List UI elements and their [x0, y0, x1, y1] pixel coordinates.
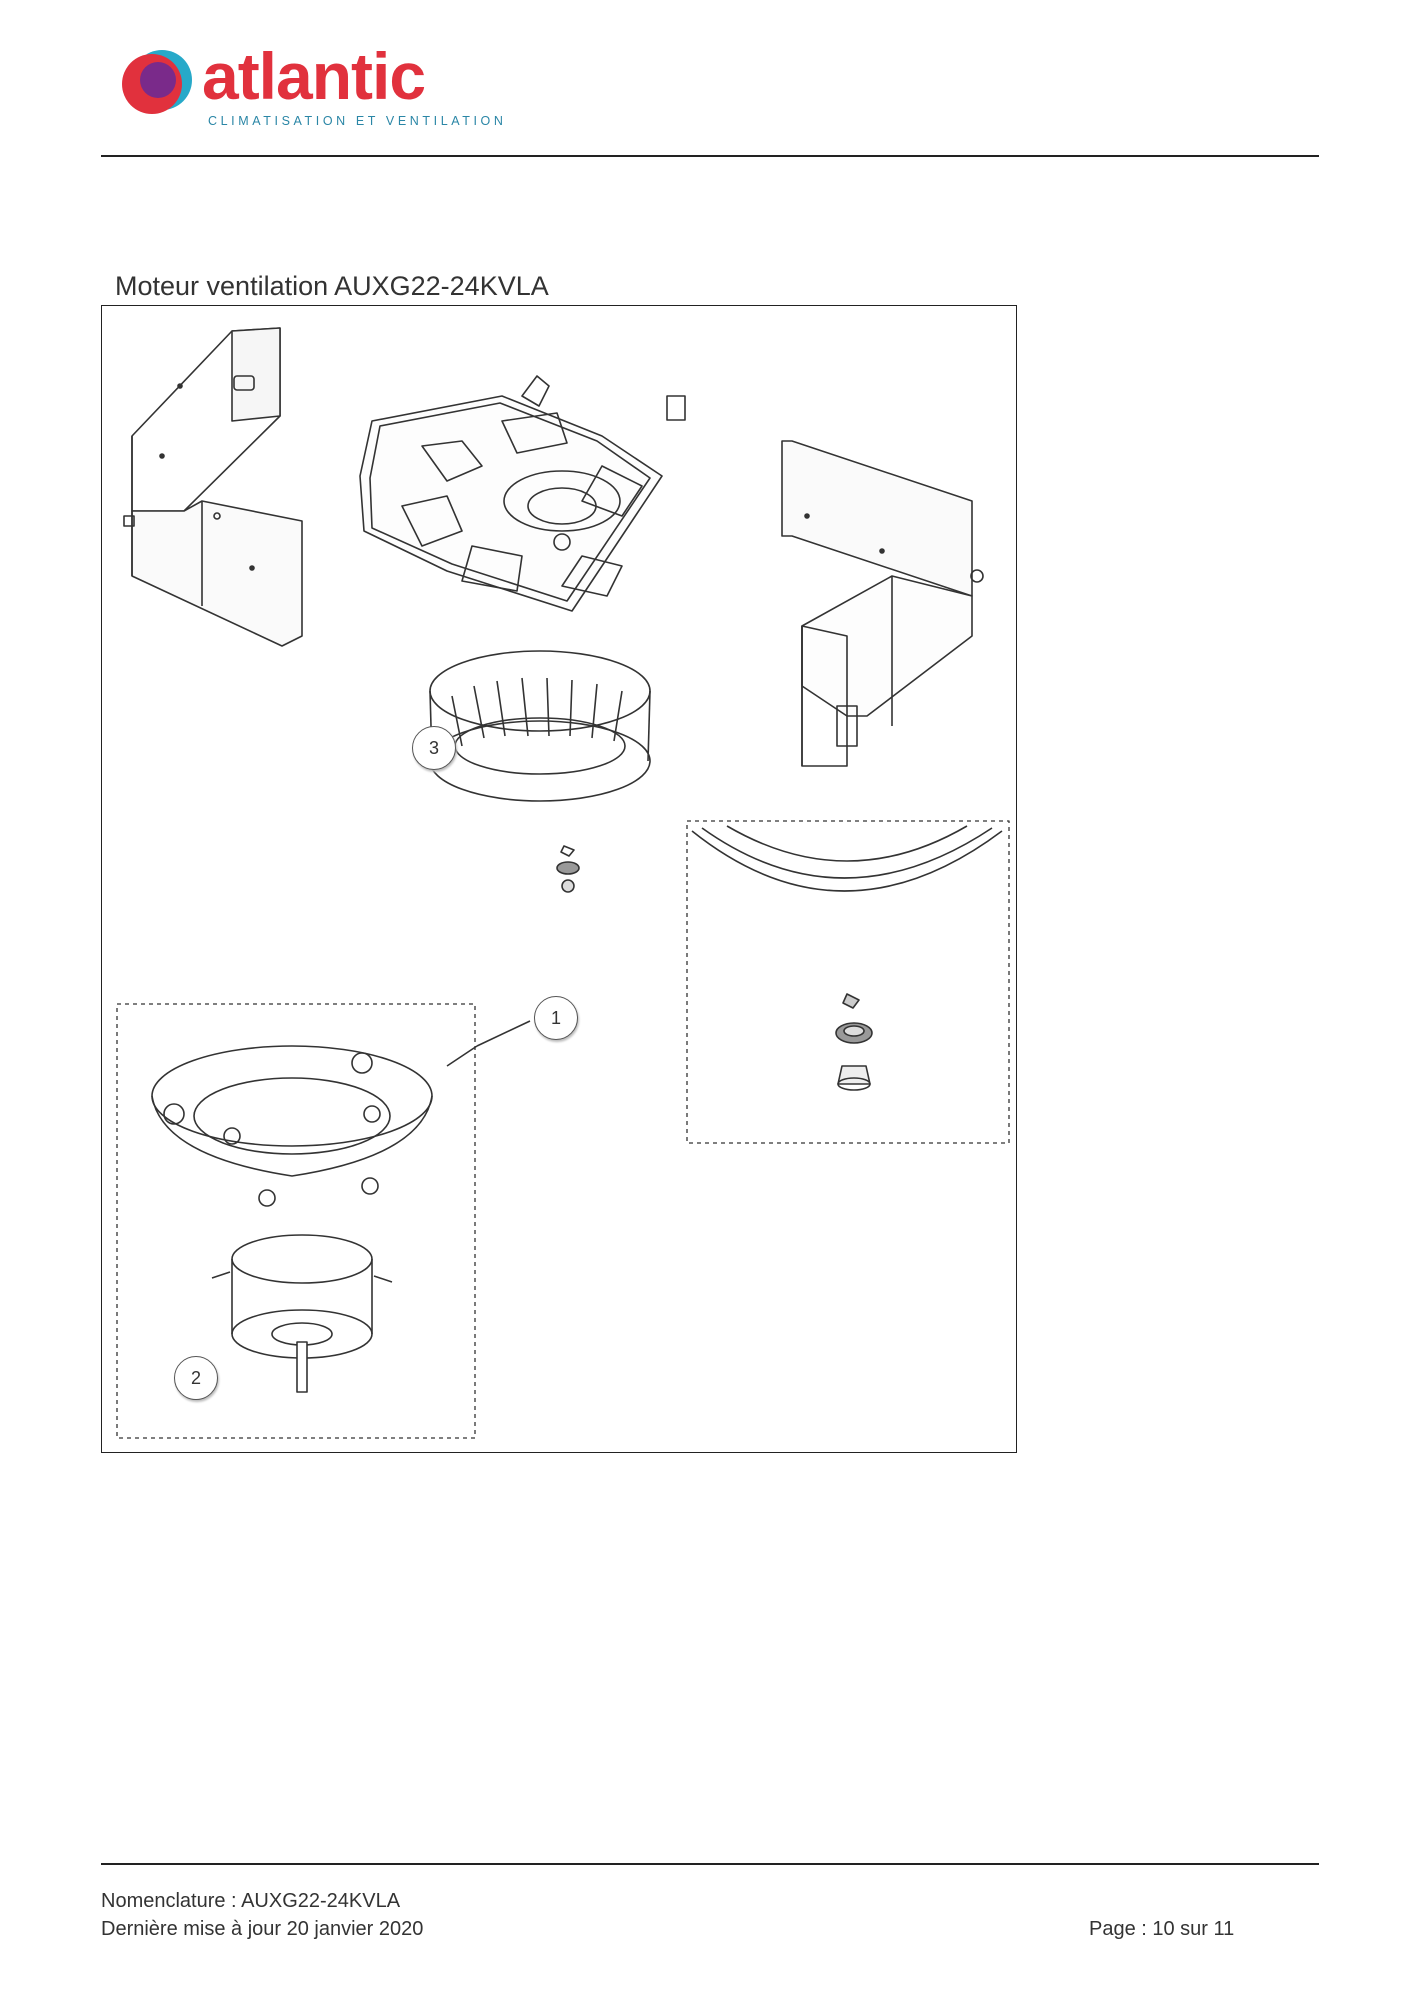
- leader-line-1: [446, 1045, 478, 1067]
- motor-inset: [116, 1003, 476, 1439]
- section-title: Moteur ventilation AUXG22-24KVLA: [115, 271, 549, 301]
- diagram-drawing: [116, 327, 1010, 1439]
- exploded-diagram: 3 1 2: [101, 305, 1017, 1453]
- right-side-panel: [781, 440, 984, 767]
- brand-tagline: CLIMATISATION ET VENTILATION: [208, 114, 507, 128]
- detail-inset: [686, 820, 1010, 1144]
- callout-3: 3: [412, 726, 456, 770]
- footer-divider: [101, 1863, 1319, 1865]
- brand-logo: atlantic CLIMATISATION ET VENTILATION: [118, 39, 503, 134]
- footer-page-number: Page : 10 sur 11: [1089, 1918, 1235, 1940]
- footer-last-update: Dernière mise à jour 20 janvier 2020: [101, 1918, 424, 1940]
- brand-name: atlantic: [202, 39, 426, 113]
- left-side-panel: [123, 327, 303, 647]
- fastener-stack: [556, 845, 580, 893]
- drain-pan-frame: [359, 375, 686, 612]
- turbo-fan: [429, 650, 651, 802]
- header-divider: [101, 155, 1319, 157]
- atlantic-logo-icon: [122, 50, 192, 114]
- callout-1: 1: [534, 996, 578, 1040]
- footer-nomenclature: Nomenclature : AUXG22-24KVLA: [101, 1890, 401, 1912]
- fan-motor: [211, 1234, 393, 1393]
- leader-line-1b: [476, 1020, 531, 1047]
- callout-2: 2: [174, 1356, 218, 1400]
